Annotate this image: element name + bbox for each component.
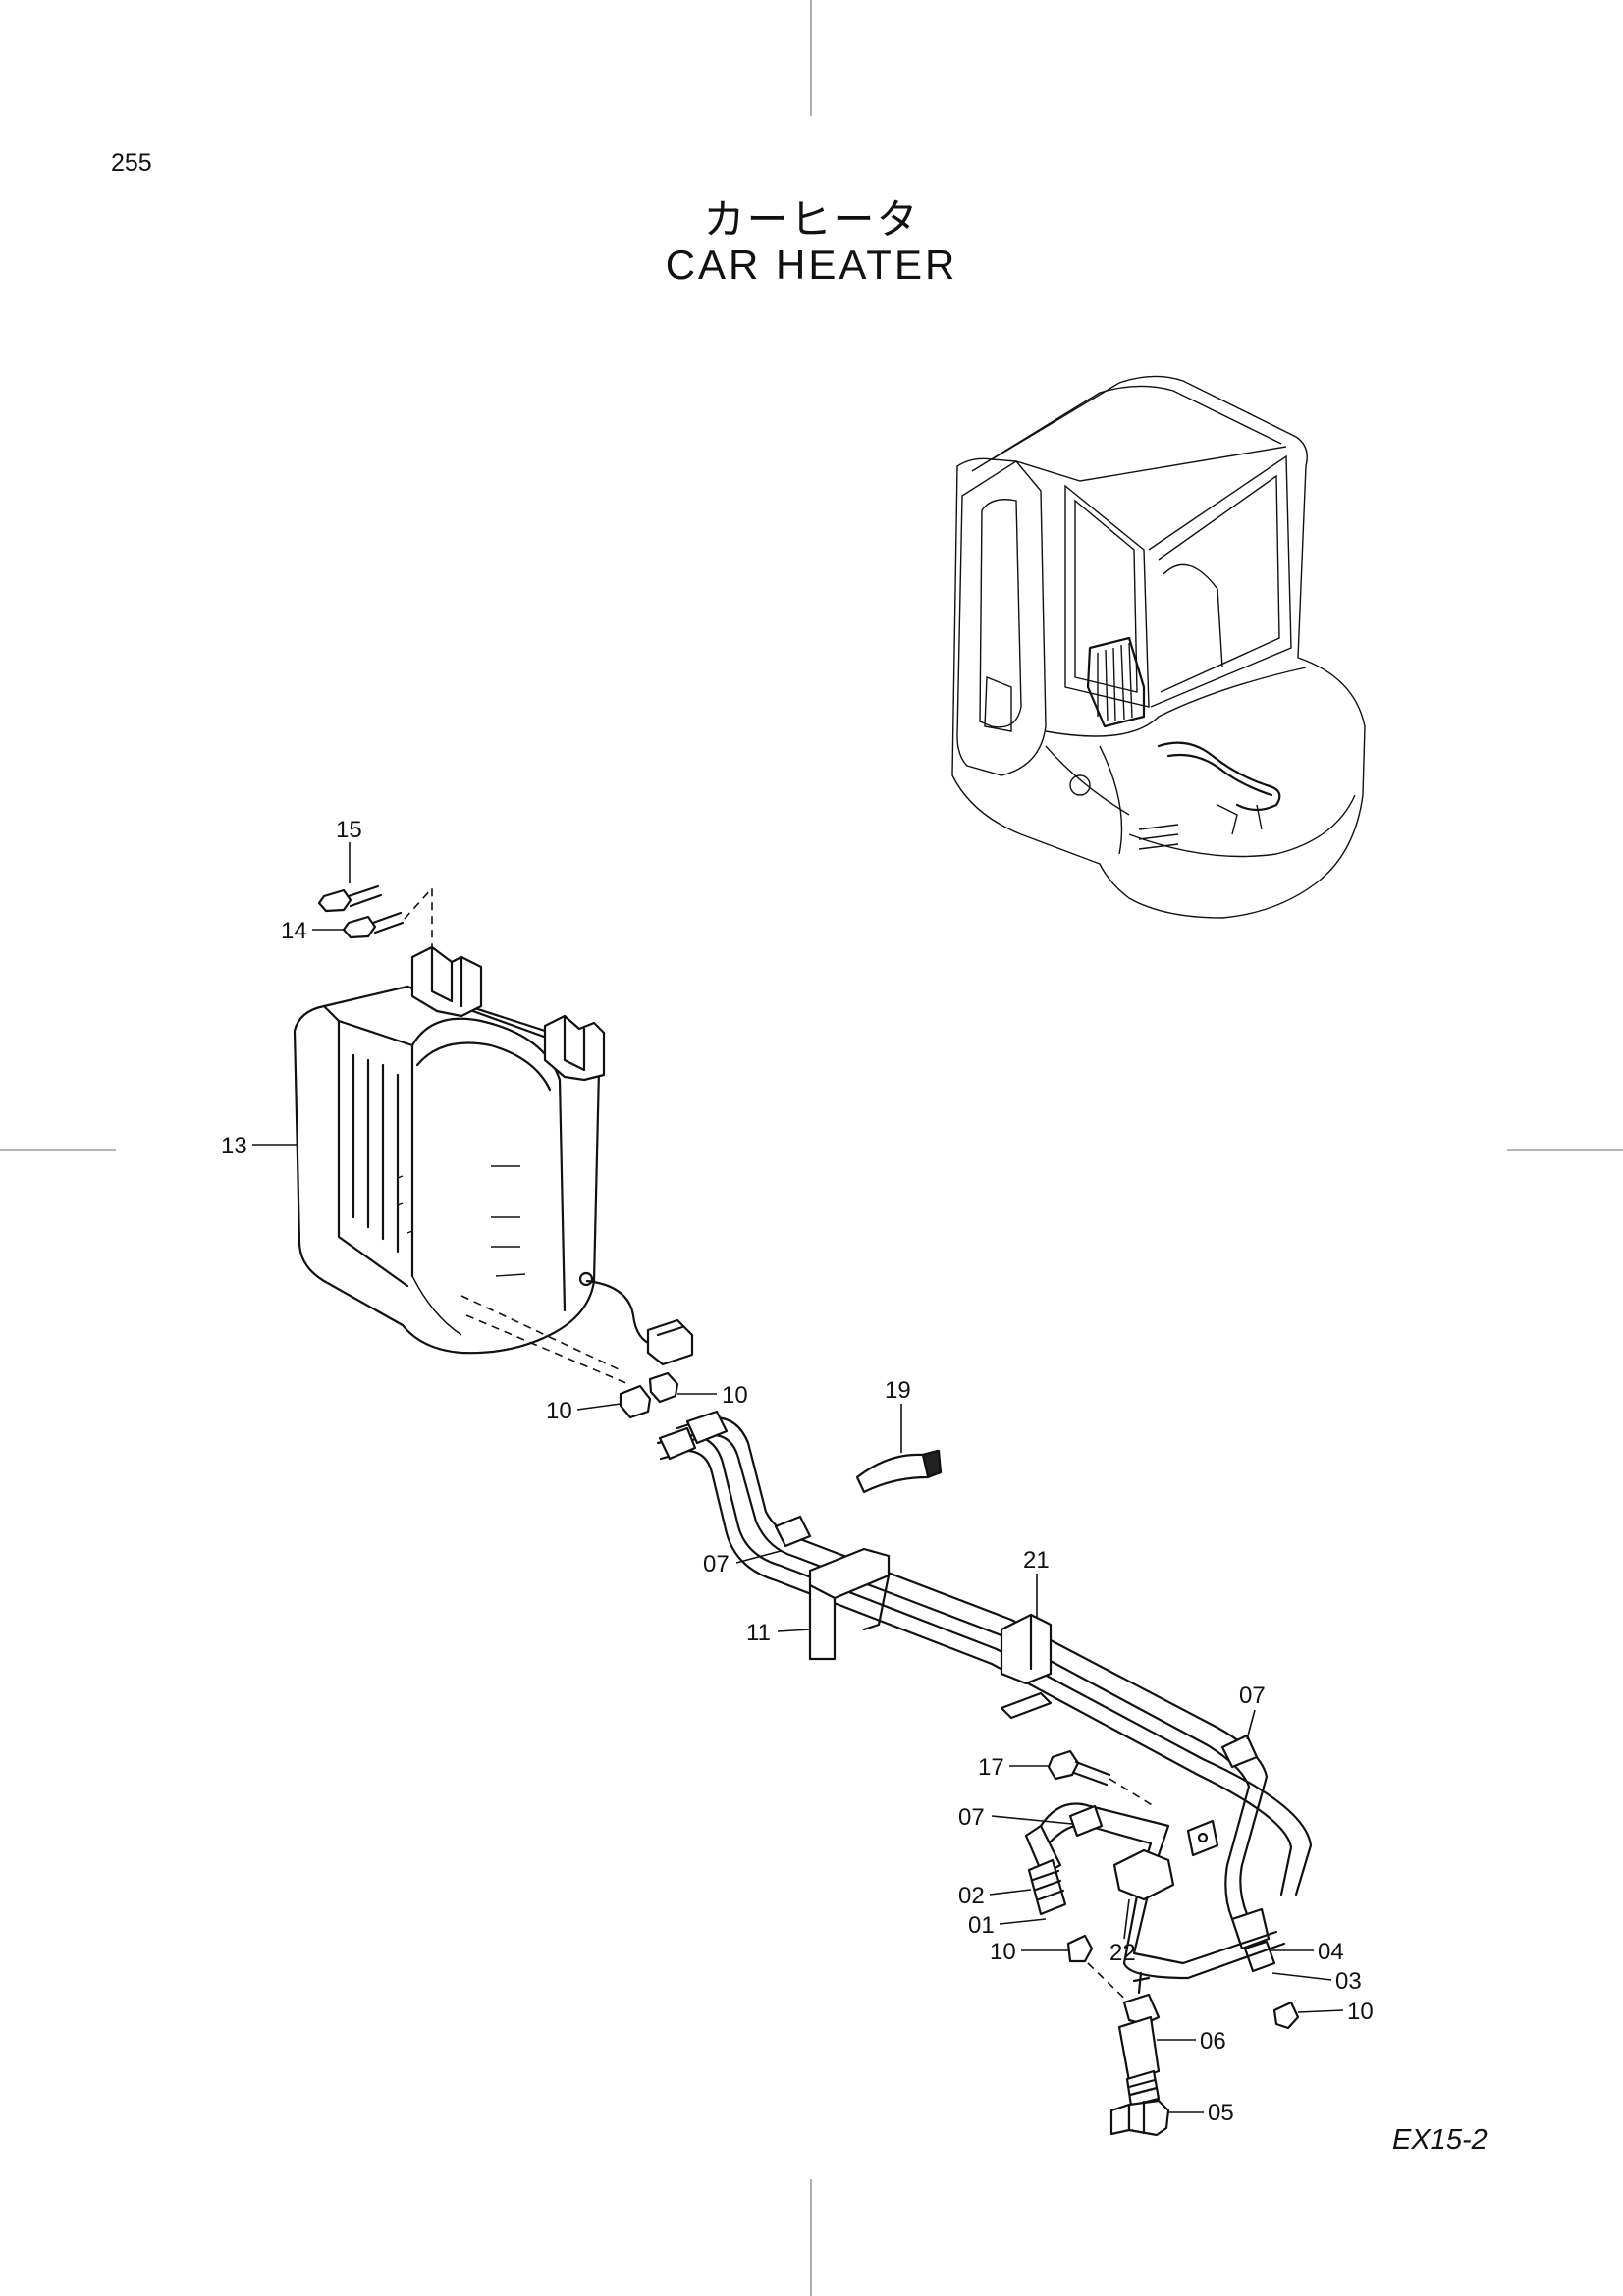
hose-clamp-10-lower-right bbox=[1272, 2001, 1300, 2030]
bolt-15 bbox=[317, 884, 383, 913]
callout-10-lower-left: 10 bbox=[990, 1939, 1016, 1965]
callout-22: 22 bbox=[1109, 1940, 1136, 1966]
callouts: 15 14 13 10 10 19 07 11 21 07 17 07 02 0… bbox=[221, 817, 1374, 2126]
callout-21: 21 bbox=[1023, 1547, 1050, 1574]
heat-shield-19 bbox=[855, 1449, 943, 1494]
callout-10-lower-right: 10 bbox=[1347, 1999, 1374, 2025]
callout-05: 05 bbox=[1208, 2100, 1234, 2126]
model-code: EX15-2 bbox=[1392, 2124, 1488, 2156]
callout-06: 06 bbox=[1200, 2028, 1226, 2055]
bracket-22 bbox=[1112, 1819, 1219, 1901]
heater-hose-assembly bbox=[656, 1410, 1313, 1980]
callout-19: 19 bbox=[885, 1377, 911, 1404]
callout-13: 13 bbox=[221, 1133, 247, 1159]
callout-01: 01 bbox=[968, 1912, 995, 1939]
bolt-17 bbox=[1047, 1749, 1155, 1807]
callout-03: 03 bbox=[1335, 1968, 1362, 1995]
bolt-14 bbox=[342, 911, 405, 939]
callout-07-upper: 07 bbox=[703, 1551, 730, 1577]
callout-14: 14 bbox=[281, 918, 307, 944]
hose-clamp-10-lower-left bbox=[1066, 1934, 1094, 1963]
page-title-japanese: カーヒータ bbox=[703, 195, 920, 243]
page-number: 255 bbox=[111, 149, 152, 177]
union-fitting-05 bbox=[1109, 2099, 1170, 2137]
callout-10-right: 10 bbox=[722, 1382, 748, 1409]
heater-unit bbox=[293, 945, 694, 1385]
bracket-21 bbox=[1000, 1613, 1053, 1720]
callout-02: 02 bbox=[958, 1883, 985, 1909]
callout-04: 04 bbox=[1318, 1939, 1344, 1965]
page-title-english: CAR HEATER bbox=[665, 241, 958, 288]
callout-07-lower: 07 bbox=[958, 1804, 985, 1831]
callout-15: 15 bbox=[336, 817, 362, 843]
machine-overview-illustration bbox=[951, 375, 1366, 919]
hose-clamp-10-left bbox=[619, 1384, 652, 1419]
callout-07-right: 07 bbox=[1239, 1682, 1266, 1709]
bracket-11 bbox=[808, 1547, 891, 1661]
water-valve-06 bbox=[1087, 1962, 1161, 2108]
callout-11: 11 bbox=[746, 1620, 771, 1646]
callout-17: 17 bbox=[978, 1754, 1004, 1781]
hose-clamp-10-right bbox=[648, 1371, 679, 1404]
callout-10-left: 10 bbox=[546, 1398, 572, 1424]
